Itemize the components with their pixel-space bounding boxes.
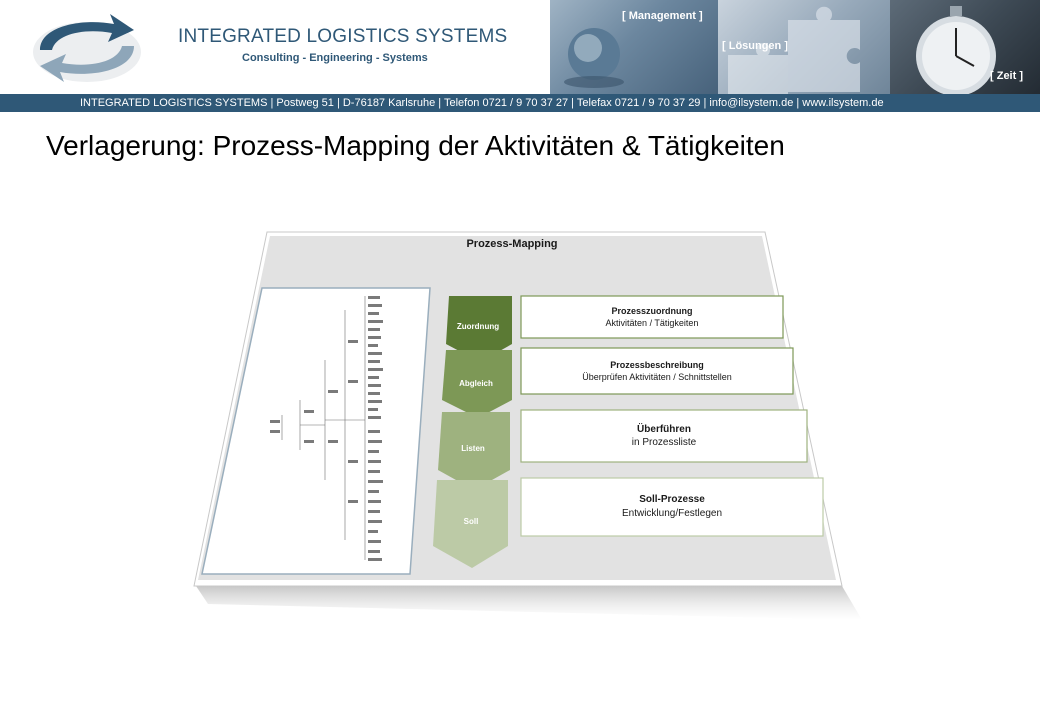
box-title-soll-prozesse: Soll-Prozesse — [639, 494, 705, 505]
chevron-label-listen: Listen — [461, 444, 485, 453]
stopwatch-photo: [ Zeit ] — [890, 0, 1040, 94]
header-banner: INTEGRATED LOGISTICS SYSTEMS Consulting … — [0, 0, 1040, 112]
box-subtitle-prozessbeschreibung: Überprüfen Aktivitäten / Schnittstellen — [582, 372, 732, 382]
contact-bar: INTEGRATED LOGISTICS SYSTEMS | Postweg 5… — [0, 94, 1040, 112]
diagram-shadow — [196, 586, 862, 620]
header-photo-strip: [ Management ] [ Lösungen ] [ Zeit ] — [550, 0, 1040, 94]
chevron-label-zuordnung: Zuordnung — [457, 322, 499, 331]
photo-label-management: [ Management ] — [622, 10, 703, 22]
box-subtitle-ueberfuehren: in Prozessliste — [632, 437, 697, 448]
globe-photo: [ Management ] — [550, 0, 718, 94]
stopwatch-icon — [916, 6, 996, 94]
slide-title: Verlagerung: Prozess-Mapping der Aktivit… — [46, 130, 785, 161]
photo-label-zeit: [ Zeit ] — [990, 70, 1023, 82]
box-soll-prozesse — [520, 477, 824, 537]
chevron-abgleich — [442, 350, 512, 418]
chevron-soll — [433, 480, 508, 568]
step-soll: Soll Soll-Prozesse Entwicklung/Festlegen — [433, 477, 824, 568]
box-prozesszuordnung — [520, 295, 784, 339]
company-logo-icon — [33, 14, 141, 82]
process-tree-thumbnail — [281, 296, 366, 560]
step-zuordnung: Zuordnung Prozesszuordnung Aktivitäten /… — [446, 295, 784, 362]
box-subtitle-soll-prozesse: Entwicklung/Festlegen — [622, 508, 722, 519]
diagram-heading: Prozess-Mapping — [466, 238, 557, 250]
process-tree-leaves — [270, 296, 383, 561]
company-name: INTEGRATED LOGISTICS SYSTEMS — [178, 26, 508, 47]
chevron-listen — [438, 412, 510, 490]
step-abgleich: Abgleich Prozessbeschreibung Überprüfen … — [442, 347, 794, 418]
box-ueberfuehren — [520, 409, 808, 463]
process-tree-sheet — [201, 287, 431, 575]
photo-label-loesungen: [ Lösungen ] — [722, 40, 788, 52]
puzzle-icon — [728, 6, 860, 94]
box-prozessbeschreibung — [520, 347, 794, 395]
globe-icon — [564, 28, 624, 88]
box-subtitle-prozesszuordnung: Aktivitäten / Tätigkeiten — [606, 318, 699, 328]
chevron-label-soll: Soll — [464, 517, 479, 526]
box-title-prozesszuordnung: Prozesszuordnung — [611, 306, 692, 316]
company-tagline: Consulting - Engineering - Systems — [242, 52, 428, 64]
chevron-label-abgleich: Abgleich — [459, 379, 493, 388]
box-title-prozessbeschreibung: Prozessbeschreibung — [610, 360, 704, 370]
chevron-zuordnung — [446, 296, 512, 362]
puzzle-photo: [ Lösungen ] — [718, 0, 890, 94]
step-listen: Listen Überführen in Prozessliste — [438, 409, 808, 490]
box-title-ueberfuehren: Überführen — [637, 422, 691, 435]
